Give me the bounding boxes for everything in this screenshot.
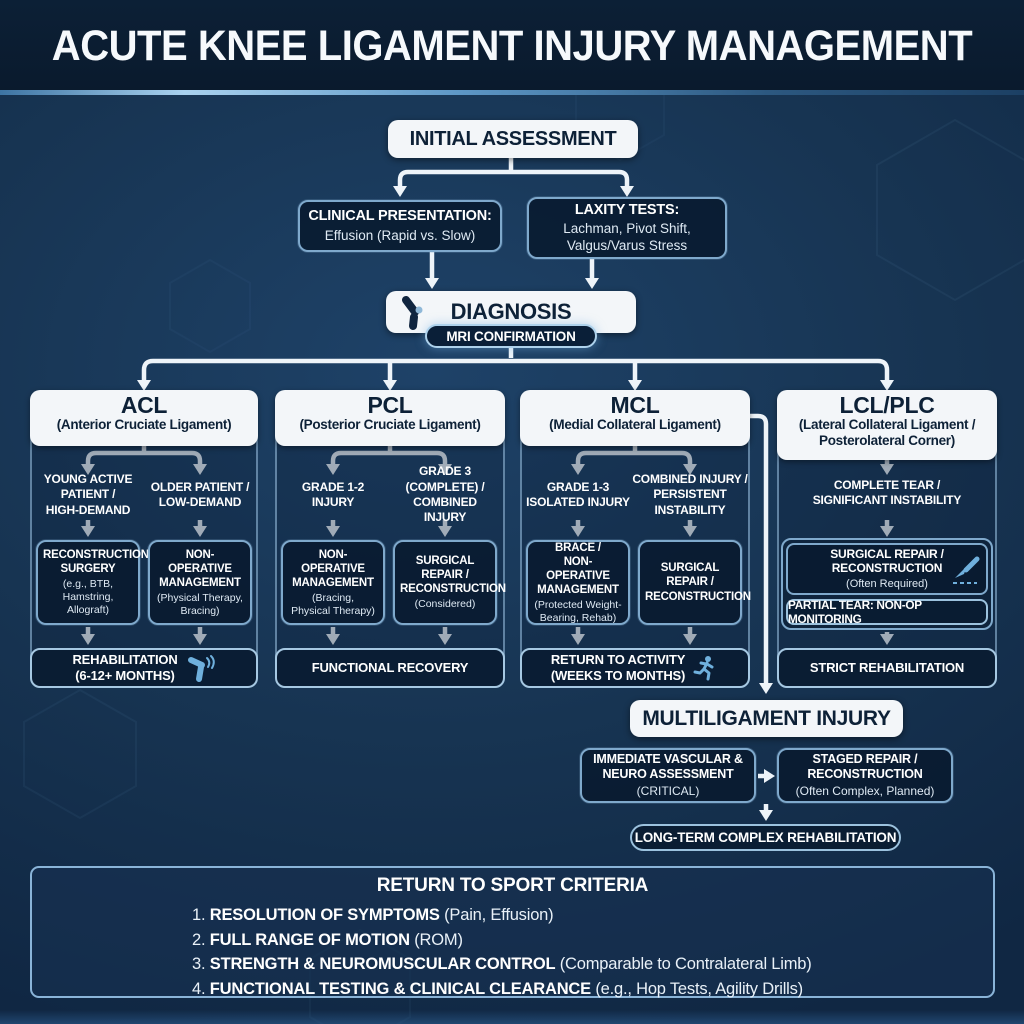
acl-abbr: ACL [120,392,168,418]
vascular-neuro-detail: (CRITICAL) [636,784,700,799]
mcl-outcome-label: RETURN TO ACTIVITY (WEEKS TO MONTHS) [550,652,686,683]
initial-assessment-label: INITIAL ASSESSMENT [409,127,617,150]
laxity-tests-title: LAXITY TESTS: [574,201,680,218]
lcl-surgical-box: SURGICAL REPAIR / RECONSTRUCTION (Often … [786,543,988,595]
mcl-branch-grade13: GRADE 1-3 ISOLATED INJURY [526,479,630,509]
return-to-sport-title: RETURN TO SPORT CRITERIA [376,875,649,896]
clinical-presentation-box: CLINICAL PRESENTATION: Effusion (Rapid v… [298,200,502,252]
pcl-full-name: (Posterior Cruciate Ligament) [299,417,481,433]
vascular-neuro-assessment-box: IMMEDIATE VASCULAR & NEURO ASSESSMENT (C… [580,748,756,803]
criteria-item-4: 4. FUNCTIONAL TESTING & CLINICAL CLEARAN… [192,977,993,1002]
mcl-treatment-2-title: SURGICAL REPAIR / RECONSTRUCTION [645,562,751,603]
staged-repair-box: STAGED REPAIR / RECONSTRUCTION (Often Co… [777,748,953,803]
pcl-treatment-2-title: SURGICAL REPAIR / RECONSTRUCTION [400,555,506,596]
acl-nonoperative-box: NON-OPERATIVE MANAGEMENT (Physical Thera… [148,540,252,625]
return-to-sport-list: 1. RESOLUTION OF SYMPTOMS (Pain, Effusio… [192,903,993,1001]
pcl-treatment-1-detail: (Bracing, Physical Therapy) [291,591,375,617]
vascular-neuro-title: IMMEDIATE VASCULAR & NEURO ASSESSMENT [593,751,743,782]
criteria-1-number: 1. [192,906,206,924]
criteria-4-bold: FUNCTIONAL TESTING & CLINICAL CLEARANCE [209,979,591,998]
longterm-rehab-pill: LONG-TERM COMPLEX REHABILITATION [630,824,901,851]
criteria-1-rest: (Pain, Effusion) [439,906,554,924]
criteria-2-bold: FULL RANGE OF MOTION [209,930,410,949]
clinical-presentation-title: CLINICAL PRESENTATION: [308,207,492,224]
acl-treatment-1-detail: (e.g., BTB, Hamstring, Allograft) [62,578,114,616]
mcl-abbr: MCL [610,392,660,418]
lcl-plc-header: LCL/PLC (Lateral Collateral Ligament / P… [777,390,997,460]
criteria-item-2: 2. FULL RANGE OF MOTION (ROM) [192,928,993,953]
criteria-2-number: 2. [192,930,206,949]
lcl-plc-outcome-label: STRICT REHABILITATION [809,660,965,676]
pcl-abbr: PCL [367,392,413,418]
acl-treatment-2-title: NON-OPERATIVE MANAGEMENT [159,548,241,589]
acl-full-name: (Anterior Cruciate Ligament) [56,417,232,433]
mcl-treatment-1-detail: (Protected Weight- Bearing, Rehab) [534,598,622,624]
mcl-branch-combined: COMBINED INJURY / PERSISTENT INSTABILITY [632,471,748,517]
mcl-column: MCL (Medial Collateral Ligament) RETURN … [520,390,750,688]
mcl-treatment-1-title: BRACE / NON-OPERATIVE MANAGEMENT [537,541,619,596]
clinical-presentation-detail: Effusion (Rapid vs. Slow) [324,227,476,243]
criteria-3-bold: STRENGTH & NEUROMUSCULAR CONTROL [209,955,556,973]
lcl-surgical-detail: (Often Required) [846,577,928,590]
laxity-tests-detail: Lachman, Pivot Shift, Valgus/Varus Stres… [563,221,691,253]
mcl-header: MCL (Medial Collateral Ligament) [520,390,750,446]
lcl-branch-complete-tear: COMPLETE TEAR / SIGNIFICANT INSTABILITY [812,477,962,507]
criteria-1-bold: RESOLUTION OF SYMPTOMS [209,906,440,924]
page-title: ACUTE KNEE LIGAMENT INJURY MANAGEMENT [51,22,973,70]
acl-outcome-label: REHABILITATION (6-12+ MONTHS) [72,652,178,683]
title-bar: ACUTE KNEE LIGAMENT INJURY MANAGEMENT [0,0,1024,90]
pcl-header: PCL (Posterior Cruciate Ligament) [275,390,505,446]
criteria-3-rest: (Comparable to Contralateral Limb) [555,955,812,973]
mcl-outcome-pill: RETURN TO ACTIVITY (WEEKS TO MONTHS) [520,648,750,688]
lcl-surgical-title: SURGICAL REPAIR / RECONSTRUCTION [830,546,944,576]
laxity-tests-box: LAXITY TESTS: Lachman, Pivot Shift, Valg… [527,197,727,259]
knee-motion-icon [187,655,215,682]
acl-branch-young-active: YOUNG ACTIVE PATIENT / HIGH-DEMAND [43,471,133,517]
mcl-full-name: (Medial Collateral Ligament) [549,417,721,433]
scalpel-icon [953,556,980,584]
diagnosis-label: DIAGNOSIS [450,299,572,324]
pcl-nonoperative-box: NON-OPERATIVE MANAGEMENT (Bracing, Physi… [281,540,385,625]
pcl-column: PCL (Posterior Cruciate Ligament) FUNCTI… [275,390,505,688]
staged-repair-detail: (Often Complex, Planned) [795,784,935,799]
knee-joint-icon [402,296,423,330]
acl-treatment-2-detail: (Physical Therapy, Bracing) [157,591,243,617]
lcl-plc-full-name: (Lateral Collateral Ligament / Posterola… [798,417,976,448]
acl-outcome-pill: REHABILITATION (6-12+ MONTHS) [30,648,258,688]
criteria-4-number: 4. [192,979,206,998]
pcl-treatment-1-title: NON-OPERATIVE MANAGEMENT [292,548,374,589]
pcl-branch-grade3: GRADE 3 (COMPLETE) / COMBINED INJURY [405,464,485,525]
acl-header: ACL (Anterior Cruciate Ligament) [30,390,258,446]
acl-treatment-1-title: RECONSTRUCTION SURGERY [43,549,149,576]
staged-repair-title: STAGED REPAIR / RECONSTRUCTION [807,751,923,782]
return-to-sport-box: RETURN TO SPORT CRITERIA 1. RESOLUTION O… [30,866,995,998]
pcl-treatment-2-detail: (Considered) [414,598,476,611]
multiligament-injury-label: MULTILIGAMENT INJURY [642,706,891,730]
acl-reconstruction-surgery-box: RECONSTRUCTION SURGERY (e.g., BTB, Hamst… [36,540,149,625]
lcl-partial-tear-pill: PARTIAL TEAR: NON-OP MONITORING [786,598,988,626]
title-accent-line [0,90,1024,95]
lcl-plc-outcome-pill: STRICT REHABILITATION [777,648,997,688]
runner-icon [693,656,714,681]
pcl-outcome-label: FUNCTIONAL RECOVERY [311,660,469,676]
pcl-surgical-box: SURGICAL REPAIR / RECONSTRUCTION (Consid… [393,540,506,625]
lcl-plc-abbr: LCL/PLC [839,392,935,418]
criteria-item-3: 3. STRENGTH & NEUROMUSCULAR CONTROL (Com… [192,952,993,977]
mcl-brace-box: BRACE / NON-OPERATIVE MANAGEMENT (Protec… [526,540,630,625]
criteria-2-rest: (ROM) [409,930,463,949]
lcl-treatment-group: SURGICAL REPAIR / RECONSTRUCTION (Often … [781,538,993,630]
criteria-3-number: 3. [192,955,206,973]
criteria-4-rest: (e.g., Hop Tests, Agility Drills) [590,979,803,998]
initial-assessment-box: INITIAL ASSESSMENT [388,120,638,158]
criteria-item-1: 1. RESOLUTION OF SYMPTOMS (Pain, Effusio… [192,903,993,928]
multiligament-injury-box: MULTILIGAMENT INJURY [630,700,903,737]
mri-confirmation-badge: MRI CONFIRMATION [425,324,597,348]
pcl-outcome-pill: FUNCTIONAL RECOVERY [275,648,505,688]
diagnosis-box: DIAGNOSIS [386,291,636,333]
pcl-branch-grade12: GRADE 1-2 INJURY [301,479,365,509]
acl-branch-older-patient: OLDER PATIENT / LOW-DEMAND [150,479,250,509]
mcl-surgical-box: SURGICAL REPAIR / RECONSTRUCTION [638,540,751,625]
acl-column: ACL (Anterior Cruciate Ligament) REHABIL… [30,390,258,688]
